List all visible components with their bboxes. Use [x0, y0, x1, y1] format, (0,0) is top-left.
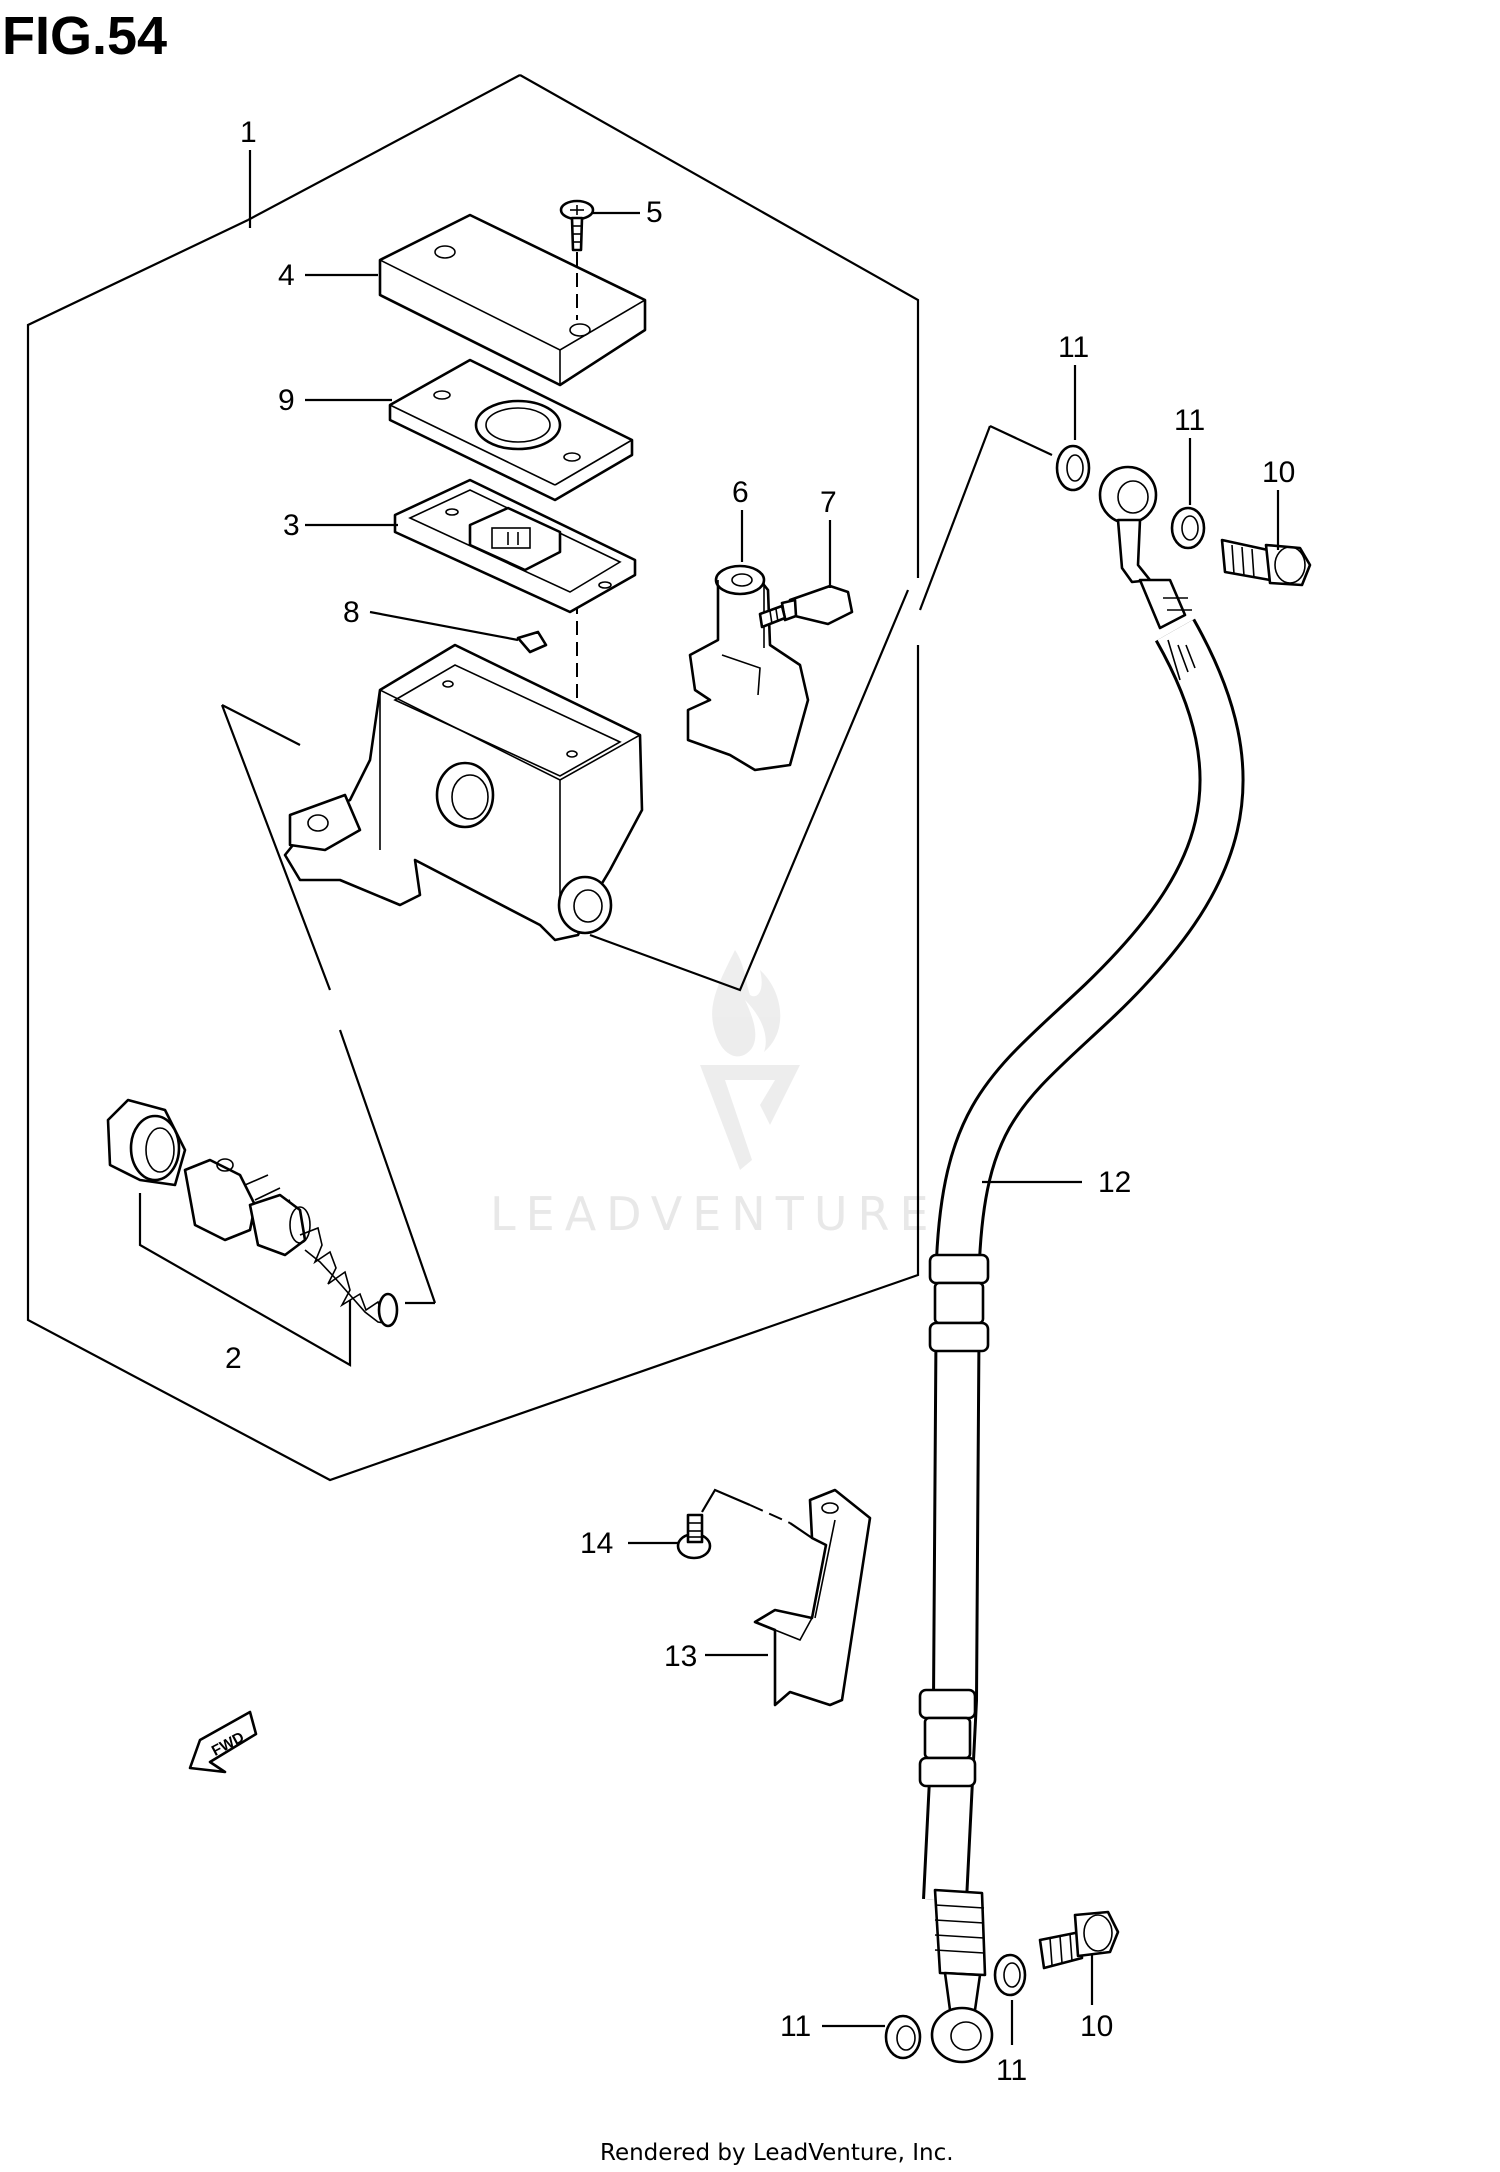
callout-13: 13	[664, 1640, 697, 1673]
banjo-bolt-bottom	[1038, 1910, 1120, 1970]
leader-lines	[248, 150, 1280, 2045]
piston-kit	[106, 1098, 399, 1328]
callout-3: 3	[283, 509, 300, 542]
forward-direction-arrow: FWD	[188, 1710, 258, 1774]
bracket-bolt-dash	[749, 1504, 791, 1524]
handlebar-clamp	[686, 564, 810, 772]
callout-10a: 10	[1262, 456, 1295, 489]
callout-11d: 11	[996, 2054, 1027, 2087]
callout-9: 9	[278, 384, 295, 417]
callout-12: 12	[1098, 1166, 1131, 1199]
callout-4: 4	[278, 259, 295, 292]
bracket-bolt-guide	[701, 1488, 751, 1513]
callout-5: 5	[646, 196, 663, 229]
banjo-fitting-top	[1098, 465, 1158, 584]
washer-bottom-2	[993, 1953, 1027, 1997]
piston-kit-bracket	[138, 1193, 352, 1367]
callout-10b: 10	[1080, 2010, 1113, 2043]
callout-8: 8	[343, 596, 360, 629]
callout-1: 1	[240, 116, 257, 149]
callout-6: 6	[732, 476, 749, 509]
hose-bracket	[753, 1488, 872, 1707]
master-cylinder-assembly-boundary	[26, 74, 920, 1482]
piston-exploded-guide	[220, 589, 910, 1305]
small-clip	[516, 630, 548, 654]
washer-top-2	[1170, 506, 1206, 550]
reservoir-cap	[378, 213, 647, 387]
callout-11c: 11	[780, 2010, 811, 2043]
footer-credit: Rendered by LeadVenture, Inc.	[600, 2140, 954, 2166]
banjo-bolt-top	[1220, 538, 1312, 587]
diaphragm-plate	[393, 478, 637, 614]
master-cylinder-body	[283, 643, 644, 942]
cap-screw	[559, 199, 595, 252]
callout-14: 14	[580, 1527, 613, 1560]
washer-top-1	[1055, 444, 1091, 492]
washer-bottom-1	[884, 2014, 922, 2060]
callout-11a: 11	[1058, 331, 1089, 364]
clamp-bolt	[758, 584, 854, 629]
bracket-bolt-guide-2	[789, 1522, 813, 1539]
leadventure-watermark: LEADVENTURE	[490, 950, 939, 1241]
reservoir-diaphragm	[388, 358, 634, 502]
callout-11b: 11	[1174, 404, 1205, 437]
callout-7: 7	[820, 486, 837, 519]
bracket-bolt	[676, 1513, 712, 1560]
watermark-text: LEADVENTURE	[490, 1187, 939, 1241]
figure-title: FIG.54	[2, 6, 167, 66]
callout-2: 2	[225, 1342, 242, 1375]
brake-hose	[918, 578, 1245, 2064]
